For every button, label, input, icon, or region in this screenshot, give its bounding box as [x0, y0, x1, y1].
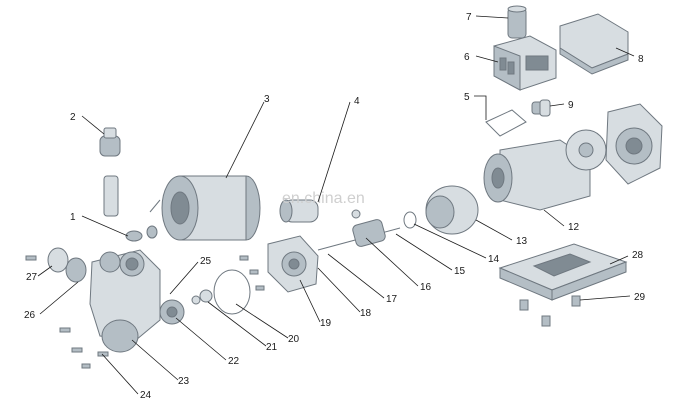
callout-21: 21	[266, 342, 278, 353]
leader-lines	[37, 15, 635, 395]
base-plate-part	[498, 243, 628, 301]
callout-14: 14	[488, 254, 500, 265]
callout-15: 15	[454, 266, 466, 277]
callout-3: 3	[264, 94, 270, 105]
callout-20: 20	[288, 334, 300, 345]
terminal-box-part	[493, 35, 557, 91]
callout-17: 17	[386, 294, 398, 305]
callout-24: 24	[140, 390, 152, 401]
callout-2: 2	[70, 112, 76, 123]
callout-23: 23	[178, 376, 190, 387]
valve-part	[99, 127, 121, 157]
gasket-ring-part	[213, 269, 251, 315]
o-ring-part	[403, 211, 417, 229]
callout-8: 8	[638, 54, 644, 65]
screws-part	[25, 255, 265, 369]
fan-part	[565, 129, 607, 171]
callout-18: 18	[360, 308, 372, 319]
inlet-flange-part	[47, 247, 87, 283]
callout-27: 27	[26, 272, 38, 283]
callout-12: 12	[568, 222, 580, 233]
motor-housing-part	[149, 175, 261, 241]
callout-25: 25	[200, 256, 212, 267]
gasket-part	[485, 109, 527, 137]
watermark-text: en.china.en	[282, 190, 365, 207]
callout-5: 5	[464, 92, 470, 103]
callout-4: 4	[354, 96, 360, 107]
callout-7: 7	[466, 12, 472, 23]
terminal-cover-part	[559, 13, 629, 75]
capacitor-part	[507, 5, 527, 39]
callout-26: 26	[24, 310, 36, 321]
cable-gland-part	[531, 99, 551, 117]
callout-9: 9	[568, 100, 574, 111]
fan-cover-part	[605, 103, 663, 185]
pump-body-part	[89, 249, 161, 353]
shaft-rotor-part	[317, 209, 401, 251]
callout-13: 13	[516, 236, 528, 247]
callout-28: 28	[632, 250, 644, 261]
callout-19: 19	[320, 318, 332, 329]
callout-22: 22	[228, 356, 240, 367]
callout-1: 1	[70, 212, 76, 223]
bolts-part	[519, 295, 581, 327]
pump-flange-part	[267, 235, 319, 293]
callout-29: 29	[634, 292, 646, 303]
rotor-end-part	[279, 199, 319, 223]
nozzle-part	[103, 175, 158, 242]
callout-6: 6	[464, 52, 470, 63]
impeller-part	[159, 289, 213, 325]
end-cover-part	[425, 185, 479, 235]
callout-16: 16	[420, 282, 432, 293]
